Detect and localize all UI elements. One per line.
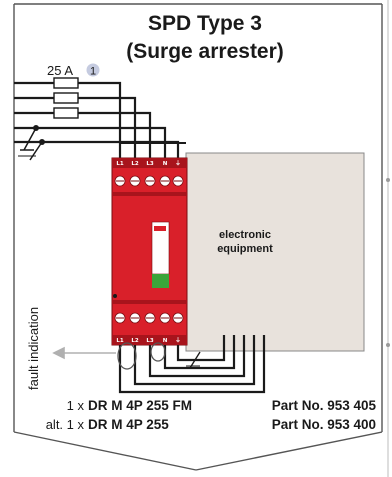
top-terminal-label-n: N [163, 161, 168, 167]
fault-indication-label: fault indication [26, 307, 41, 390]
frame [13, 3, 383, 471]
output-switch-icon [186, 351, 201, 369]
part-number-1: Part No. 953 405 [272, 398, 377, 413]
cable-loops [117, 342, 166, 370]
part-number-2: Part No. 953 400 [272, 417, 376, 432]
spd-device [111, 157, 188, 346]
bottom-terminal-label-l2: L2 [131, 338, 139, 344]
bottom-terminal-label-l1: L1 [116, 338, 124, 344]
equipment-label-1: electronic [219, 229, 271, 241]
fuse-badge-icon [86, 63, 100, 77]
top-terminal-label-l3: L3 [146, 161, 154, 167]
part-qty-2: alt. 1 x [46, 417, 85, 432]
top-terminal-label-pe: ⏚ [175, 160, 181, 167]
top-terminal-labels: L1 L2 L3 N ⏚ [116, 160, 180, 167]
fault-contact-dot [113, 294, 117, 298]
fuse-icons [53, 77, 79, 119]
top-terminal-label-l1: L1 [116, 161, 124, 167]
edge-markers [386, 178, 390, 347]
fault-indication-arrow [52, 346, 116, 360]
bottom-terminal-label-n: N [163, 338, 168, 344]
equipment-supply-wires [119, 130, 186, 144]
ground-switch-icon [18, 127, 43, 161]
top-terminals [114, 175, 184, 187]
bottom-terminal-labels: L1 L2 L3 N ⏚ [116, 337, 180, 344]
top-terminal-label-l2: L2 [131, 161, 139, 167]
title-line-2: (Surge arrester) [126, 40, 284, 63]
fuse-badge-number: 1 [90, 66, 96, 78]
equipment-label-2: equipment [217, 243, 273, 255]
bottom-terminal-label-l3: L3 [146, 338, 154, 344]
output-wires [118, 335, 266, 394]
parts-list: 1 x DR M 4P 255 FM Part No. 953 405 alt.… [46, 398, 377, 432]
part-qty-1: 1 x [67, 398, 85, 413]
electronic-equipment-box [185, 152, 365, 352]
title-line-1: SPD Type 3 [148, 12, 262, 35]
fuse-label: 25 A [47, 63, 73, 78]
part-model-1: DR M 4P 255 FM [88, 398, 192, 413]
part-model-2: DR M 4P 255 [88, 417, 169, 432]
bottom-terminal-label-pe: ⏚ [175, 337, 181, 344]
status-window [152, 274, 169, 288]
